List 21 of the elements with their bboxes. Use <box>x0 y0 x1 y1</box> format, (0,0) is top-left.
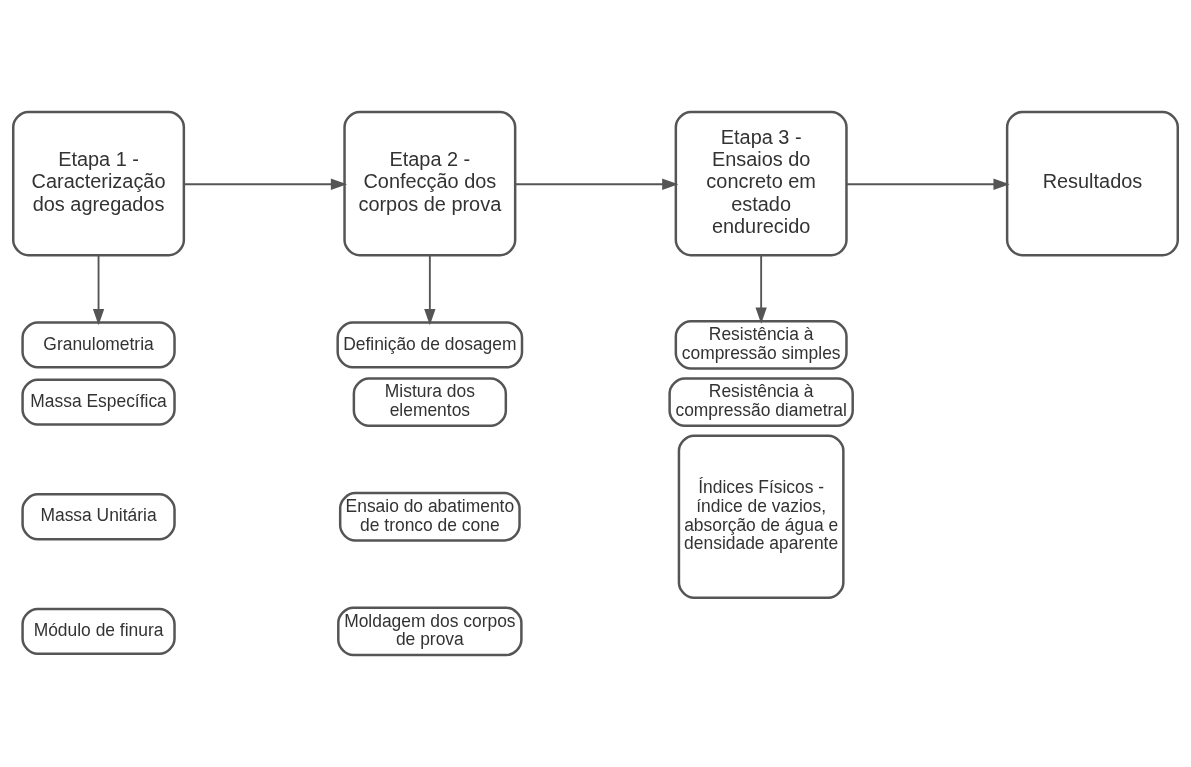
node-box: Resistência à compressão simples <box>674 320 848 370</box>
arrow <box>424 254 436 326</box>
node-box: Mistura dos elementos <box>352 377 508 428</box>
node-box: Módulo de finura <box>21 607 176 655</box>
node-box: Etapa 2 - Confecção dos corpos de prova <box>343 110 517 257</box>
node-box: Índices Físicos - índice de vazios, absorção de água e densidade aparente <box>677 434 845 599</box>
node-box: Resistência à compressão diametral <box>668 377 854 428</box>
node-box: Massa Específica <box>21 378 176 426</box>
node-box: Massa Unitária <box>21 493 176 541</box>
arrow <box>182 178 348 190</box>
arrow <box>755 254 767 324</box>
node-box: Etapa 1 - Caracterização dos agregados <box>12 110 186 257</box>
node-box: Resultados <box>1005 110 1179 257</box>
node-box: Granulometria <box>21 321 176 369</box>
arrow <box>92 254 105 326</box>
node-box: Definição de dosagem <box>336 321 524 369</box>
node-box: Etapa 3 - Ensaios do concreto em estado endurecido <box>674 110 848 257</box>
arrow <box>845 178 1010 190</box>
arrow <box>514 178 679 190</box>
node-box: Moldagem dos corpos de prova <box>337 606 523 657</box>
node-box: Ensaio do abatimento de tronco de cone <box>338 491 521 542</box>
